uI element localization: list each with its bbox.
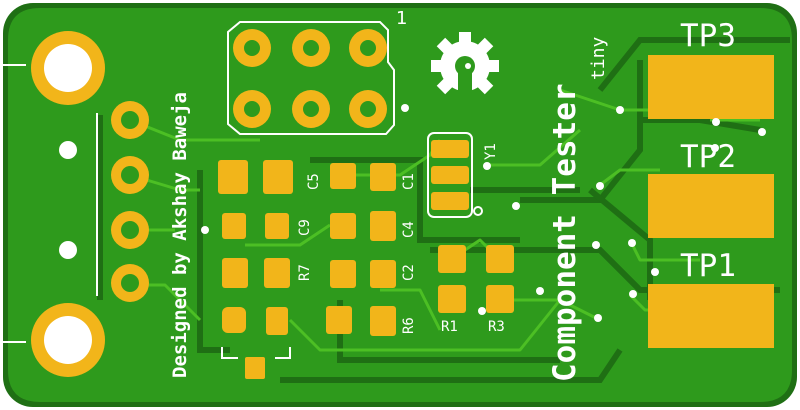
label-c2: C2 — [401, 264, 417, 281]
crystal-pin1-dot — [473, 206, 483, 216]
vias — [201, 104, 766, 322]
designer-credit: Designed by Akshay Baweja — [169, 92, 191, 378]
tp3-label: TP3 — [680, 18, 736, 54]
board-title: Component Tester — [547, 83, 583, 382]
board-subtitle: tiny — [588, 36, 609, 80]
mounting-hole-bottom — [31, 303, 105, 377]
header-pin1-label: 1 — [396, 8, 407, 29]
tp2-label: TP2 — [680, 139, 736, 175]
smd-pads — [218, 160, 514, 379]
label-y1: Y1 — [483, 143, 499, 160]
ic-outline — [221, 347, 291, 359]
crystal-y1 — [427, 132, 473, 218]
tp1-label: TP1 — [680, 248, 736, 284]
header-outline — [227, 21, 395, 135]
label-c9: C9 — [297, 219, 313, 236]
label-r1: R1 — [441, 319, 458, 335]
open-source-hardware-gear-icon — [431, 32, 499, 98]
label-c5: C5 — [306, 173, 322, 190]
header-pins — [233, 29, 387, 128]
connector-pins — [111, 101, 149, 302]
tp2-pad[interactable] — [648, 174, 774, 238]
drill-hole — [59, 141, 77, 159]
mounting-hole-top — [31, 31, 105, 105]
label-r6: R6 — [401, 317, 417, 334]
tp1-pad[interactable] — [648, 284, 774, 348]
copper-pour — [8, 8, 792, 402]
label-c1: C1 — [401, 173, 417, 190]
label-r3: R3 — [488, 319, 505, 335]
label-c4: C4 — [401, 221, 417, 238]
tp3-pad[interactable] — [648, 55, 774, 119]
drill-hole — [59, 241, 77, 259]
label-r7: R7 — [297, 264, 313, 281]
